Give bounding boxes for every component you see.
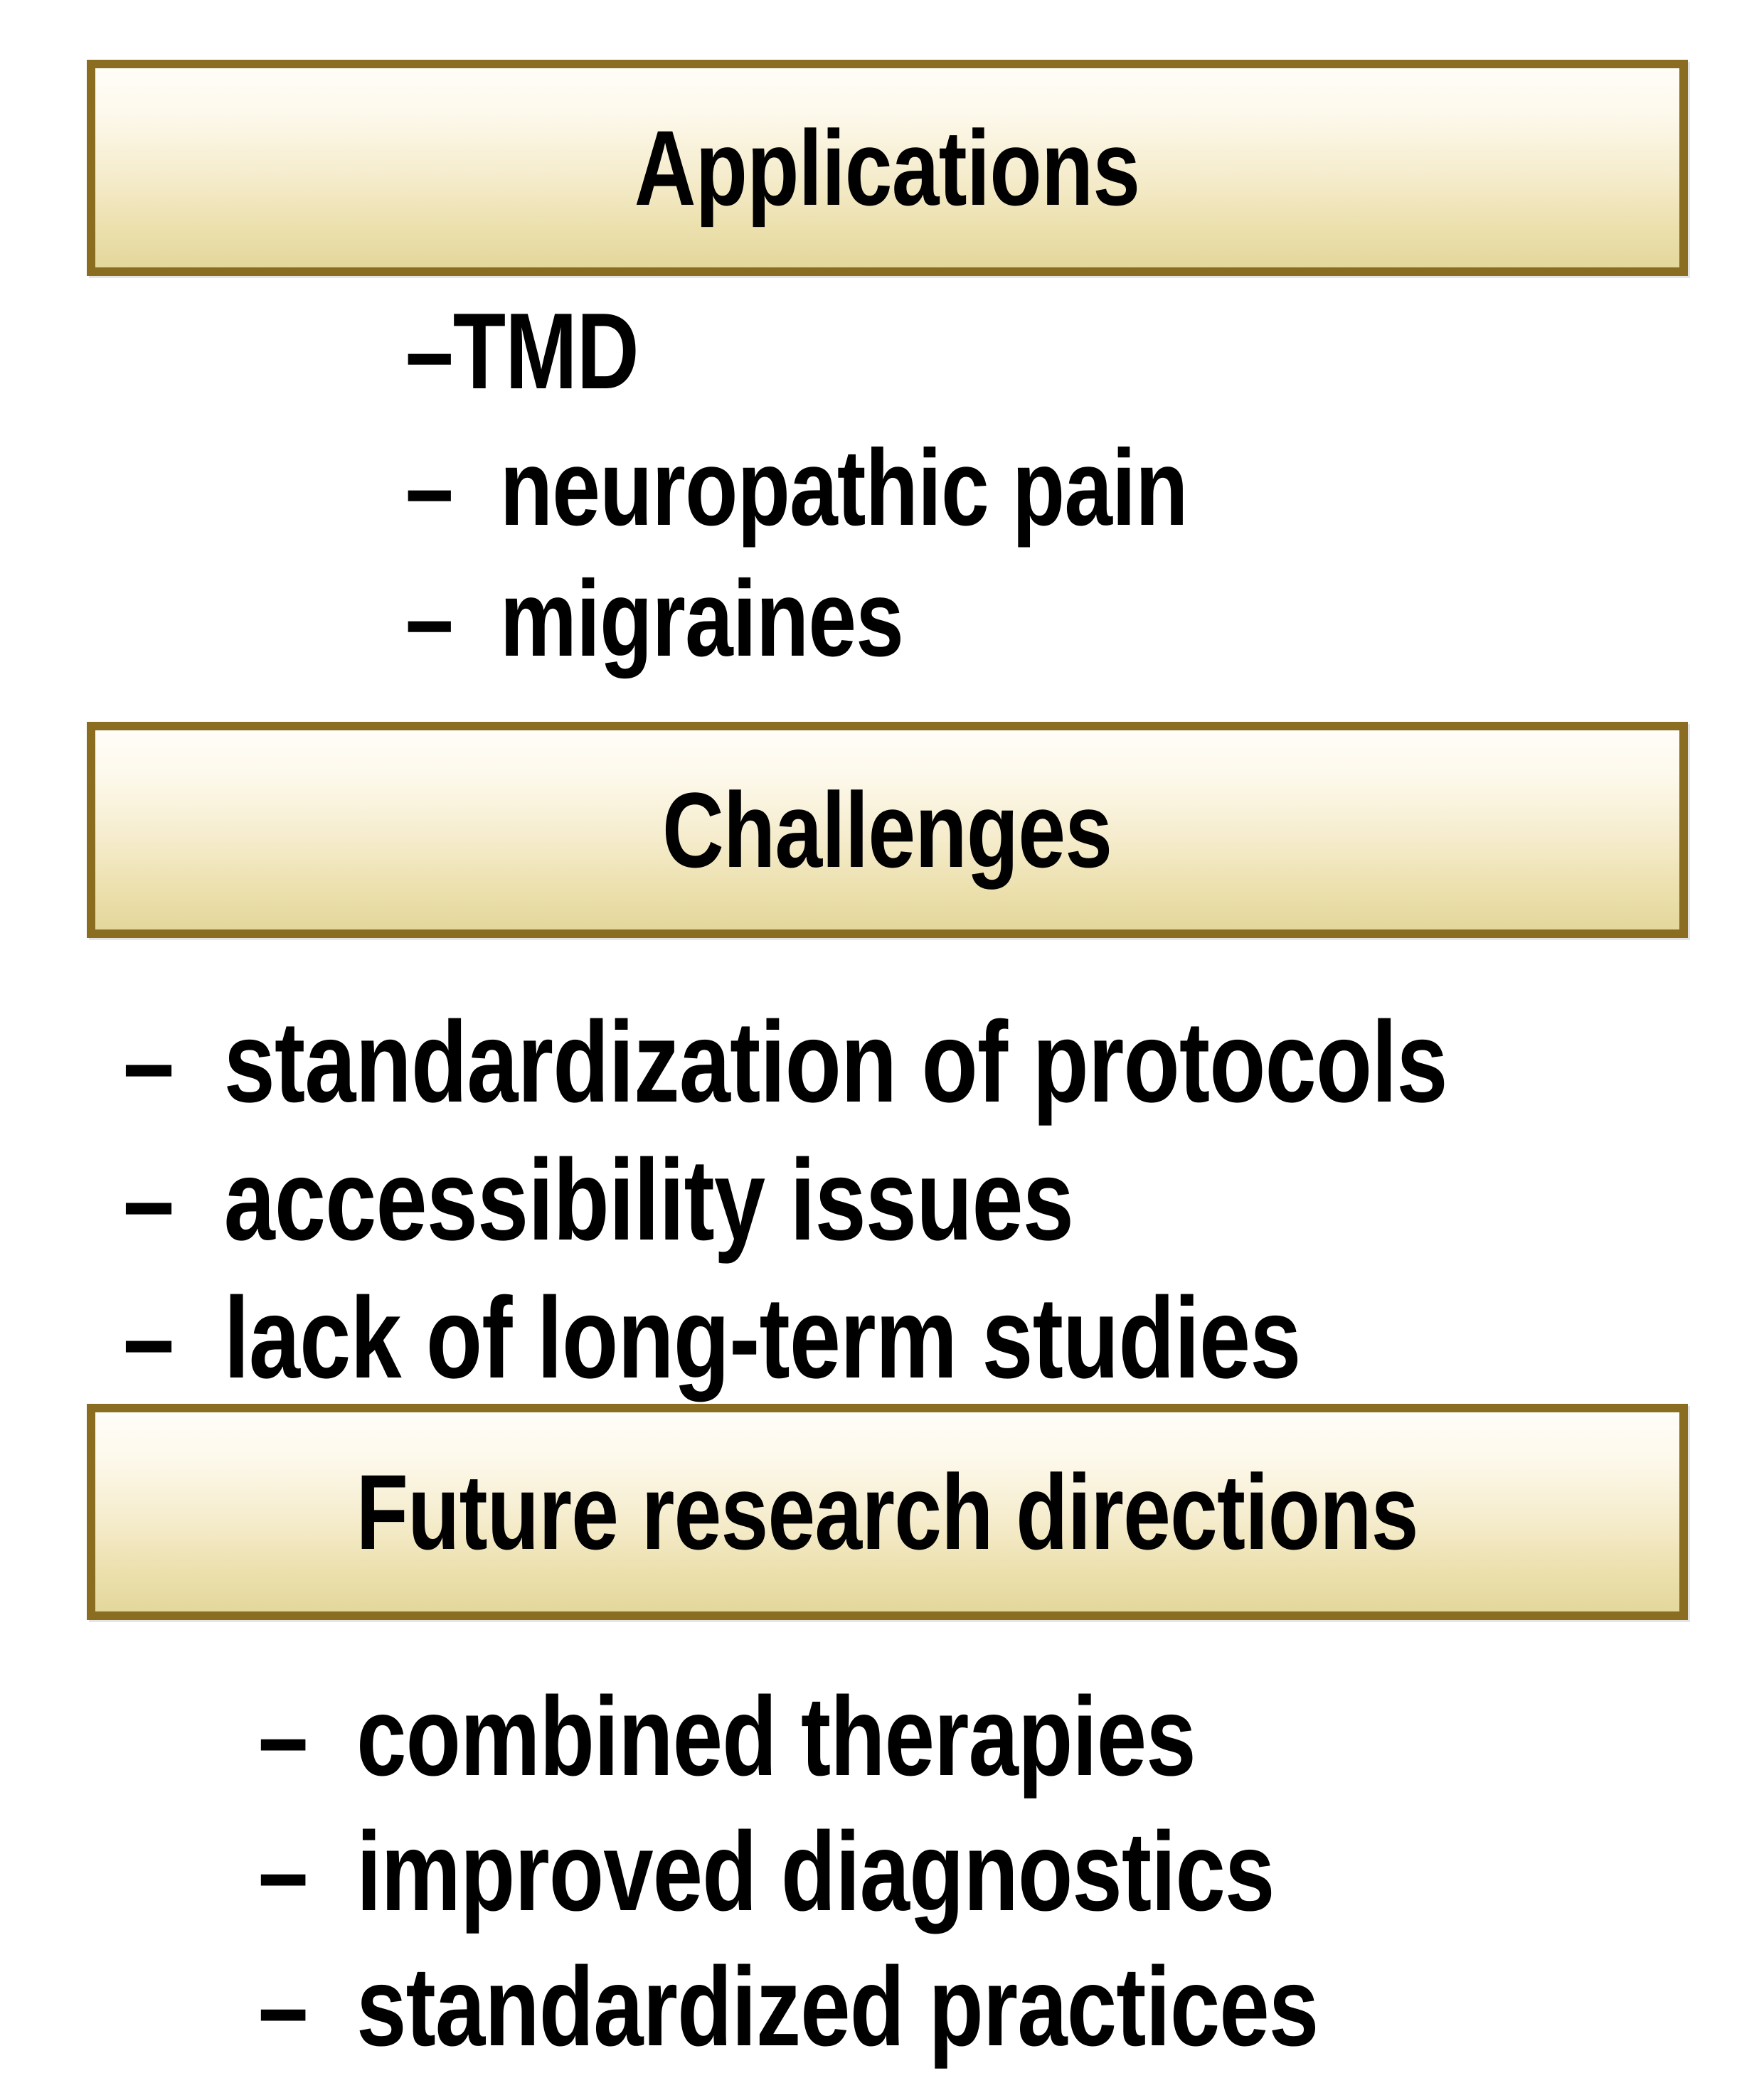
section-title-future-research: Future research directions [356,1452,1419,1572]
bullet-list-future-research: – combined therapies – improved diagnost… [258,1680,1583,2063]
section-title-challenges: Challenges [662,770,1112,890]
section-header-applications: Applications [87,60,1688,276]
bullet-list-applications: –TMD – neuropathic pain – migraines [405,297,1383,673]
list-item: – combined therapies [258,1674,1196,1799]
list-item: – standardized practices [258,1944,1319,2069]
bullet-list-challenges: – standardization of protocols – accessi… [123,1005,1764,1396]
section-header-challenges: Challenges [87,722,1688,938]
list-item: – improved diagnostics [258,1809,1275,1934]
list-item: – standardization of protocols [123,998,1448,1126]
list-item: – lack of long-term studies [123,1274,1301,1402]
list-item: – migraines [405,558,904,679]
list-item: – neuropathic pain [405,427,1188,548]
list-item: –TMD [405,291,639,412]
list-item: – accessibility issues [123,1136,1074,1264]
section-title-applications: Applications [634,108,1140,228]
section-header-future-research: Future research directions [87,1404,1688,1620]
